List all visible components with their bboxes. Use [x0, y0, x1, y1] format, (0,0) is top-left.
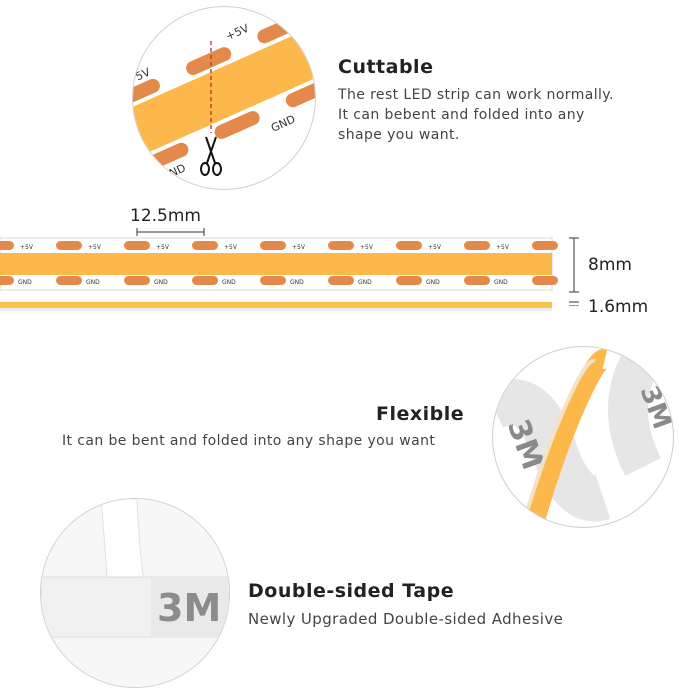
pad-label-gnd: GND	[86, 279, 100, 286]
pad-label-plus: +5V	[156, 244, 170, 251]
solder-pad	[266, 276, 286, 285]
solder-pad	[538, 241, 558, 250]
segment-length-label: 12.5mm	[130, 206, 201, 226]
pad-label-plus: +5V	[292, 244, 306, 251]
pad-label-plus: +5V	[360, 244, 374, 251]
strip-led-band	[0, 253, 552, 275]
solder-pad	[470, 276, 490, 285]
solder-pad	[538, 276, 558, 285]
pad-label-gnd: GND	[290, 279, 304, 286]
flexible-led-ribbon	[523, 349, 609, 527]
cuttable-line-1: The rest LED strip can work normally.	[338, 87, 614, 103]
strip-pads: +5V GND +5V GND +5V GND +5V GND +5V GND +5V GND +5V G…	[0, 241, 558, 286]
pad-label-gnd: GND	[358, 279, 372, 286]
pad-label-plus: +5V	[496, 244, 510, 251]
scissors-icon	[200, 136, 222, 176]
solder-pad	[334, 276, 354, 285]
tape-closeup: 3M	[40, 498, 230, 688]
pad-label-plus: +5V	[428, 244, 442, 251]
pad-label-gnd: GND	[426, 279, 440, 286]
segment-bracket	[136, 228, 205, 236]
flexible-title: Flexible	[376, 403, 465, 425]
solder-pad	[266, 241, 286, 250]
flexible-description: It can be bent and folded into any shape…	[62, 433, 436, 449]
solder-pad	[198, 241, 218, 250]
width-bracket	[569, 237, 579, 306]
pad-label-gnd: GND	[494, 279, 508, 286]
solder-pad	[334, 241, 354, 250]
solder-pad	[130, 241, 150, 250]
cuttable-closeup: +5V +5V GND GND	[132, 6, 316, 190]
cuttable-line-2: It can bebent and folded into any	[338, 107, 585, 123]
solder-pad	[402, 276, 422, 285]
pad-label-gnd: GND	[18, 279, 32, 286]
strip-side-view	[0, 302, 552, 308]
pad-label-gnd: GND	[154, 279, 168, 286]
solder-pad	[470, 241, 490, 250]
pad-label-plus: +5V	[20, 244, 34, 251]
cuttable-line-3: shape you want.	[338, 127, 460, 143]
solder-pad	[62, 276, 82, 285]
pad-label-plus: +5V	[88, 244, 102, 251]
strip-diagram: +5V GND +5V GND +5V GND +5V GND +5V GND +5V GND +5V G…	[0, 228, 558, 311]
solder-pad	[0, 241, 14, 250]
thickness-label: 1.6mm	[588, 297, 649, 317]
solder-pad	[130, 276, 150, 285]
pad-label-plus: +5V	[224, 244, 238, 251]
solder-pad	[0, 276, 14, 285]
flexible-closeup: 3M 3M	[492, 346, 674, 528]
pad-label-gnd: GND	[222, 279, 236, 286]
tape-title: Double-sided Tape	[248, 580, 455, 602]
tape-logo: 3M	[157, 586, 221, 630]
tape-description: Newly Upgraded Double-sided Adhesive	[248, 610, 564, 628]
cuttable-description: The rest LED strip can work normally. It…	[338, 85, 614, 145]
solder-pad	[402, 241, 422, 250]
width-label: 8mm	[588, 255, 632, 275]
solder-pad	[198, 276, 218, 285]
led-band	[133, 18, 315, 169]
cuttable-title: Cuttable	[338, 56, 434, 78]
solder-pad	[62, 241, 82, 250]
